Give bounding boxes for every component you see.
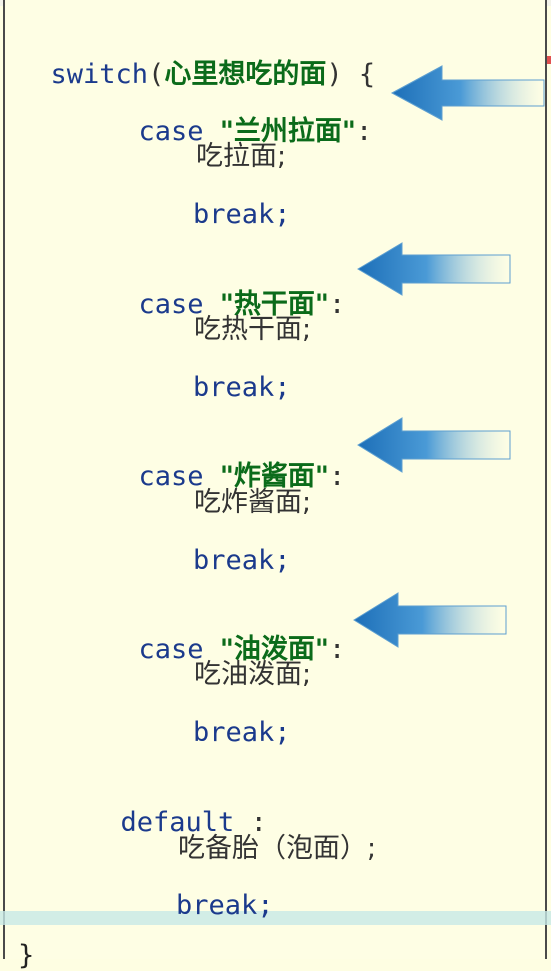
case-label: "炸酱面": [219, 461, 329, 492]
case-colon: :: [328, 461, 346, 492]
switch-variable: 心里想吃的面: [164, 59, 327, 90]
line-highlight: [0, 911, 551, 925]
case-keyword: case: [138, 461, 204, 492]
default-break: break;: [176, 890, 274, 921]
arrow-left-icon: [390, 65, 545, 121]
case-action-3: 吃炸酱面;: [194, 487, 312, 518]
break-statement-4: break;: [193, 717, 291, 748]
arrow-left-icon: [357, 417, 511, 473]
default-keyword: default: [120, 807, 235, 838]
case-colon: :: [355, 116, 373, 147]
case-label: "热干面": [219, 289, 329, 320]
break-statement-3: break;: [193, 545, 291, 576]
case-label: "兰州拉面": [219, 116, 356, 147]
scroll-marker: [547, 56, 551, 64]
break-statement-1: break;: [193, 199, 291, 230]
paren-close-brace: ) {: [326, 59, 376, 90]
default-line: default :: [88, 775, 267, 839]
case-line-1: case "兰州拉面":: [106, 84, 373, 148]
case-keyword: case: [138, 116, 204, 147]
case-label: "油泼面": [219, 634, 329, 665]
case-colon: :: [328, 634, 346, 665]
break-statement-2: break;: [193, 372, 291, 403]
default-action: 吃备胎（泡面）;: [178, 833, 377, 864]
arrow-left-icon: [353, 592, 507, 648]
switch-line: switch(心里想吃的面) {: [18, 27, 376, 91]
case-action-4: 吃油泼面;: [194, 659, 312, 690]
default-colon: :: [250, 807, 267, 838]
case-line-3: case "炸酱面":: [106, 429, 346, 493]
case-action-1: 吃拉面;: [196, 141, 287, 172]
case-colon: :: [328, 289, 346, 320]
case-keyword: case: [138, 289, 204, 320]
paren-open: (: [148, 59, 165, 90]
code-panel: [3, 0, 547, 959]
case-line-4: case "油泼面":: [106, 602, 346, 666]
case-action-2: 吃热干面;: [194, 314, 312, 345]
switch-keyword: switch: [50, 59, 149, 90]
arrow-left-icon: [357, 242, 511, 296]
case-keyword: case: [138, 634, 204, 665]
case-line-2: case "热干面":: [106, 257, 346, 321]
closing-brace: }: [18, 940, 35, 971]
